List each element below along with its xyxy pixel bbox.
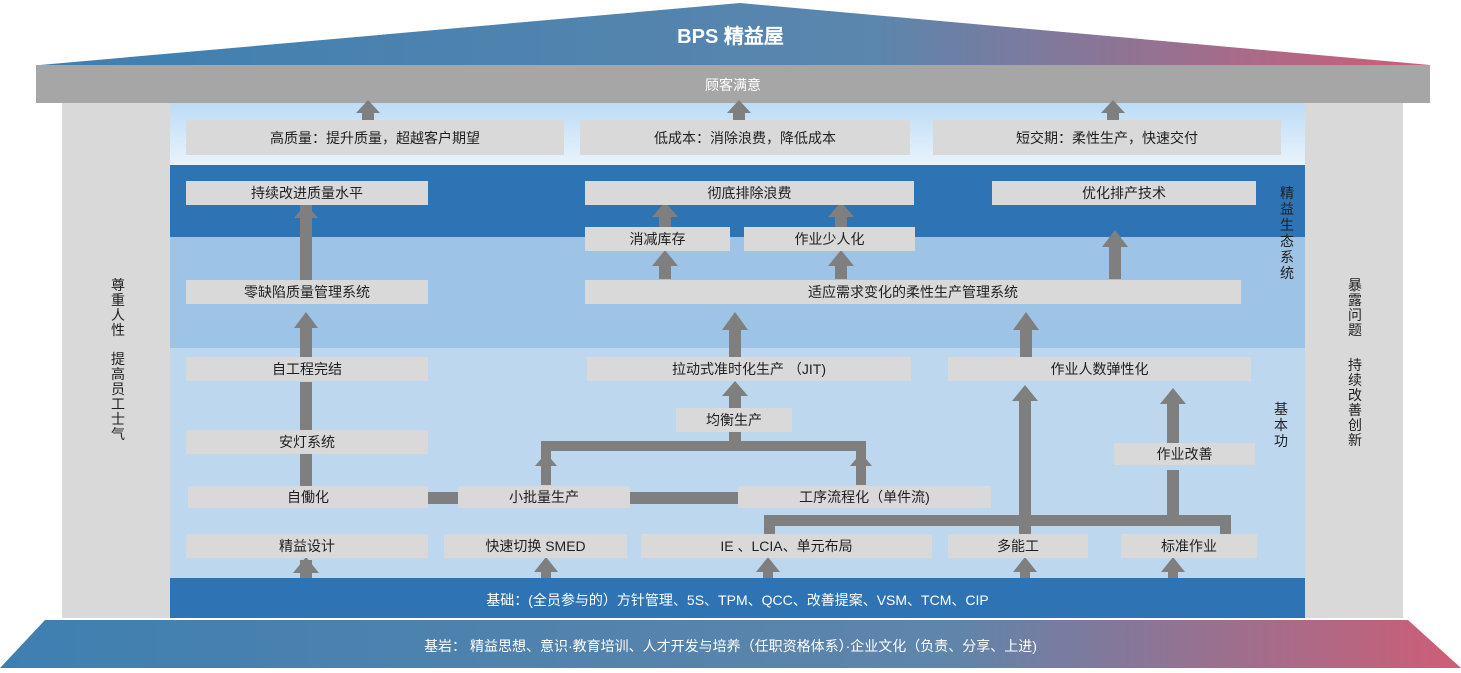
flexible-system-box: 适应需求变化的柔性生产管理系统	[585, 280, 1241, 304]
continuous-quality-box: 持续改进质量水平	[186, 181, 428, 205]
goal-delivery: 短交期：柔性生产，快速交付	[933, 120, 1281, 155]
process-flow-box: 工序流程化（单件流)	[738, 486, 991, 508]
multi-skill-box: 多能工	[948, 534, 1088, 558]
connectors	[293, 100, 1231, 578]
smed-box: 快速切换 SMED	[444, 534, 627, 558]
left-pillar-text-1: 尊重人性	[111, 277, 125, 338]
jit-box: 拉动式准时化生产 （JIT)	[587, 357, 911, 381]
self-completion-box: 自工程完结	[186, 357, 428, 381]
leveling-box: 均衡生产	[676, 408, 792, 432]
left-pillar	[62, 103, 170, 618]
customer-bar	[36, 65, 1430, 103]
right-pillar-text-2: 持续改善创新	[1348, 357, 1362, 448]
andon-box: 安灯系统	[186, 430, 428, 454]
foundation-text: 基础：(全员参与的）方针管理、5S、TPM、QCC、改善提案、VSM、TCM、C…	[486, 592, 989, 608]
goal-cost: 低成本：消除浪费，降低成本	[580, 120, 910, 155]
reduce-inventory-box: 消减库存	[585, 227, 730, 251]
ecosystem-label: 精益生态系统	[1280, 185, 1294, 281]
goal-quality: 高质量：提升质量，超越客户期望	[186, 120, 564, 155]
optimize-scheduling-box: 优化排产技术	[992, 181, 1256, 205]
customer-satisfaction: 顾客满意	[705, 77, 761, 93]
left-pillar-text-2: 提高员工士气	[111, 351, 125, 442]
lean-design-box: 精益设计	[186, 534, 428, 558]
roof-shape	[40, 3, 1430, 65]
jidoka-box: 自働化	[188, 486, 428, 508]
small-batch-box: 小批量生产	[458, 486, 630, 508]
reduce-labor-box: 作业少人化	[744, 227, 915, 251]
standard-work-box: 标准作业	[1121, 534, 1257, 558]
bedrock-text: 基岩： 精益思想、意识·教育培训、人才开发与培养（任职资格体系）·企业文化（负责…	[424, 638, 1037, 654]
right-pillar-text-1: 暴露问题	[1348, 277, 1362, 338]
basics-label: 基本功	[1274, 401, 1288, 449]
right-pillar	[1305, 103, 1403, 618]
eliminate-waste-box: 彻底排除浪费	[585, 181, 914, 205]
ie-layout-box: IE 、LCIA、单元布局	[641, 534, 932, 558]
house-title: BPS 精益屋	[677, 26, 784, 48]
bedrock-shape	[0, 620, 1461, 668]
zero-defect-box: 零缺陷质量管理系统	[186, 280, 428, 304]
work-improvement-box: 作业改善	[1114, 443, 1255, 465]
flex-staffing-box: 作业人数弹性化	[948, 357, 1251, 381]
foundation-band	[170, 578, 1305, 618]
